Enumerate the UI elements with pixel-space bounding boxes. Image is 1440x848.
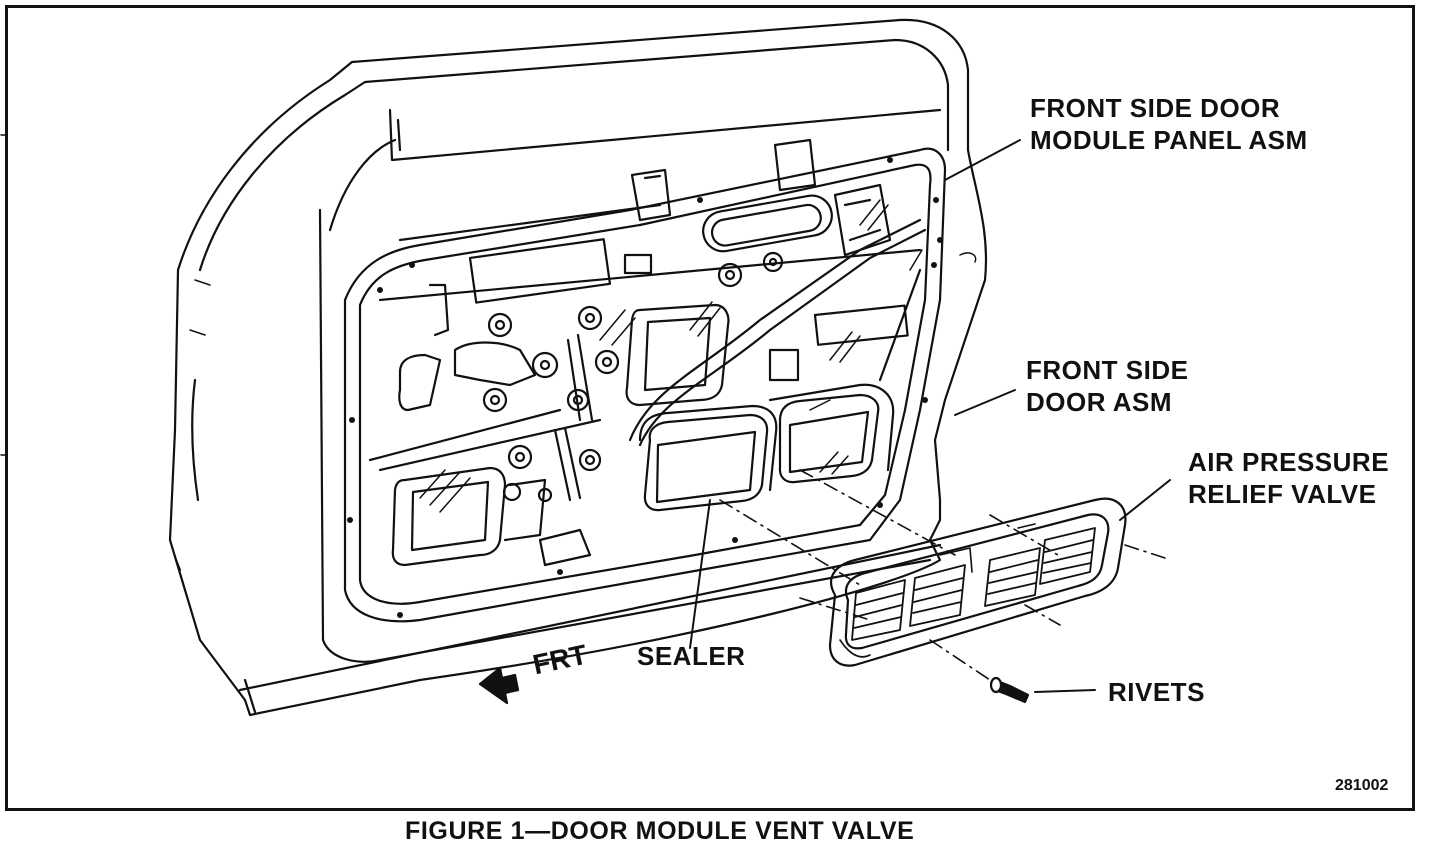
leader-rivets: [1034, 689, 1096, 693]
figure-frame: [5, 5, 1415, 811]
leader-sealer: [689, 499, 711, 649]
door-module-panel: [343, 138, 947, 623]
callout-door-asm: FRONT SIDE DOOR ASM: [1026, 354, 1188, 418]
leader-module-panel: [944, 139, 1021, 181]
leader-door-asm: [954, 389, 1016, 416]
front-direction-arrow: [478, 666, 520, 705]
callout-door-module-panel-line1: FRONT SIDE DOOR: [1030, 93, 1281, 123]
rivet: [989, 676, 1030, 704]
callout-sealer-text: SEALER: [637, 641, 746, 671]
callout-relief-valve-line1: AIR PRESSURE: [1188, 447, 1390, 477]
hatching: [419, 199, 923, 513]
figure-caption: FIGURE 1—DOOR MODULE VENT VALVE: [405, 817, 915, 845]
callout-rivets: RIVETS: [1108, 676, 1205, 708]
callout-door-module-panel: FRONT SIDE DOOR MODULE PANEL ASM: [1030, 92, 1308, 156]
callout-relief-valve: AIR PRESSURE RELIEF VALVE: [1188, 446, 1389, 510]
callout-leaders: [689, 139, 1171, 693]
callout-sealer: SEALER: [637, 640, 745, 672]
callout-door-asm-line2: DOOR ASM: [1026, 387, 1173, 417]
air-pressure-relief-valve: [828, 497, 1127, 667]
leader-relief-valve: [1119, 479, 1171, 521]
callout-door-asm-line1: FRONT SIDE: [1026, 355, 1189, 385]
front-side-door-shell: [168, 18, 988, 717]
figure-number: 281002: [1335, 777, 1389, 794]
assembly-lines: [719, 469, 1166, 691]
callout-relief-valve-line2: RELIEF VALVE: [1188, 479, 1377, 509]
vent-openings-sealer: [638, 383, 895, 512]
callout-door-module-panel-line2: MODULE PANEL ASM: [1030, 125, 1308, 155]
callout-rivets-text: RIVETS: [1108, 677, 1205, 707]
